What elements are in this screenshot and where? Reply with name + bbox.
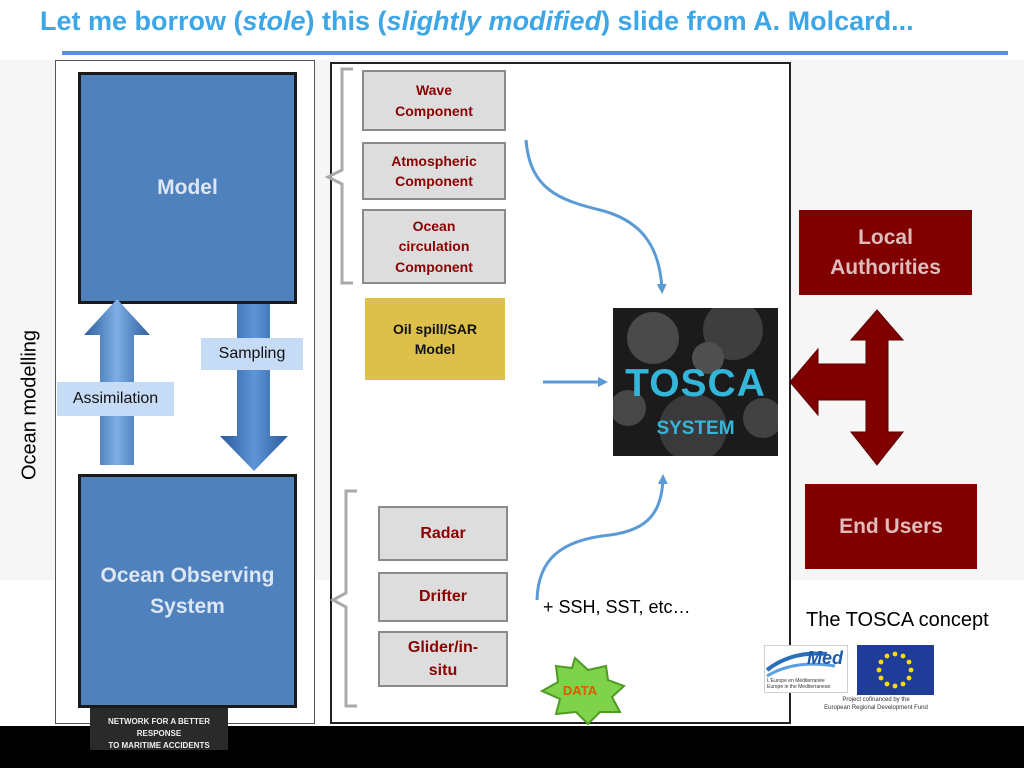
slide-title: Let me borrow (stole) this (slightly mod… bbox=[40, 6, 914, 36]
eu-flag-icon bbox=[857, 645, 934, 695]
tosca-system-logo: TOSCA SYSTEM bbox=[613, 308, 778, 456]
end-users-box: End Users bbox=[805, 484, 977, 569]
radar-box: Radar bbox=[378, 506, 508, 561]
model-box: Model bbox=[78, 72, 297, 304]
med-wave-mark bbox=[765, 651, 836, 678]
assimilation-label: Assimilation bbox=[57, 382, 174, 416]
tosca-subtitle: SYSTEM bbox=[656, 418, 735, 439]
grunge-texture bbox=[613, 308, 778, 456]
eu-stars bbox=[876, 651, 914, 689]
star-burst-icon bbox=[539, 656, 626, 726]
tosca-title: TOSCA bbox=[625, 362, 766, 405]
title-underline bbox=[62, 51, 1008, 55]
model-bracket bbox=[324, 67, 353, 285]
curved-arrow-icon bbox=[524, 139, 667, 294]
tosca-concept-caption: The TOSCA concept bbox=[806, 609, 989, 631]
data-badge-label: DATA bbox=[562, 683, 598, 698]
glider-box: Glider/in-situ bbox=[378, 631, 508, 687]
sampling-label: Sampling bbox=[201, 338, 303, 370]
three-way-arrow-icon bbox=[789, 309, 905, 466]
drifter-box: Drifter bbox=[378, 572, 508, 622]
curved-arrow-icon bbox=[535, 474, 668, 601]
extra-observations-text: + SSH, SST, etc… bbox=[543, 597, 691, 617]
observation-bracket bbox=[329, 489, 357, 708]
med-logo-text: Med bbox=[807, 648, 843, 668]
